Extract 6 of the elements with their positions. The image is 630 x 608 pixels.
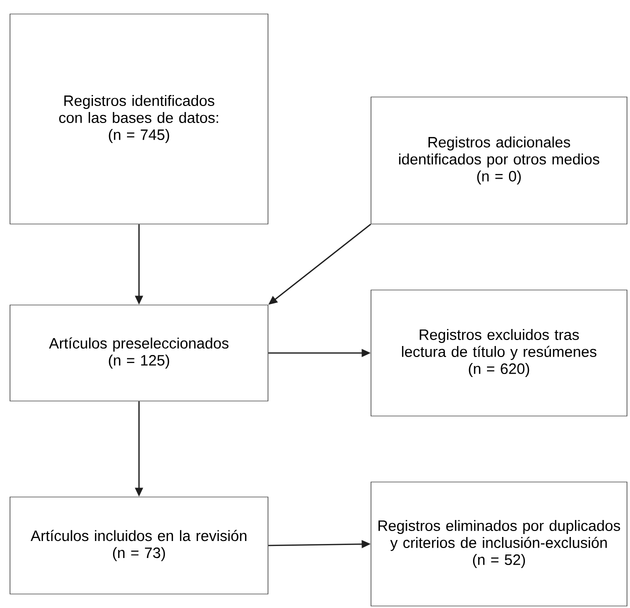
process-box: Artículos incluidos en la revisión (n = 73) xyxy=(10,496,268,594)
process-box: Registros excluidos tras lectura de título y resúmenes (n = 620) xyxy=(370,290,628,416)
process-box: Registros identificados con las bases de datos: (n = 745) xyxy=(10,14,268,224)
process-box: Registros adicionales identificados por otros medios (n = 0) xyxy=(370,96,628,224)
process-box: Artículos preseleccionados (n = 125) xyxy=(10,304,268,402)
process-box: Registros eliminados por duplicados y criterios de inclusión-exclusión (n = 52) xyxy=(370,482,628,606)
